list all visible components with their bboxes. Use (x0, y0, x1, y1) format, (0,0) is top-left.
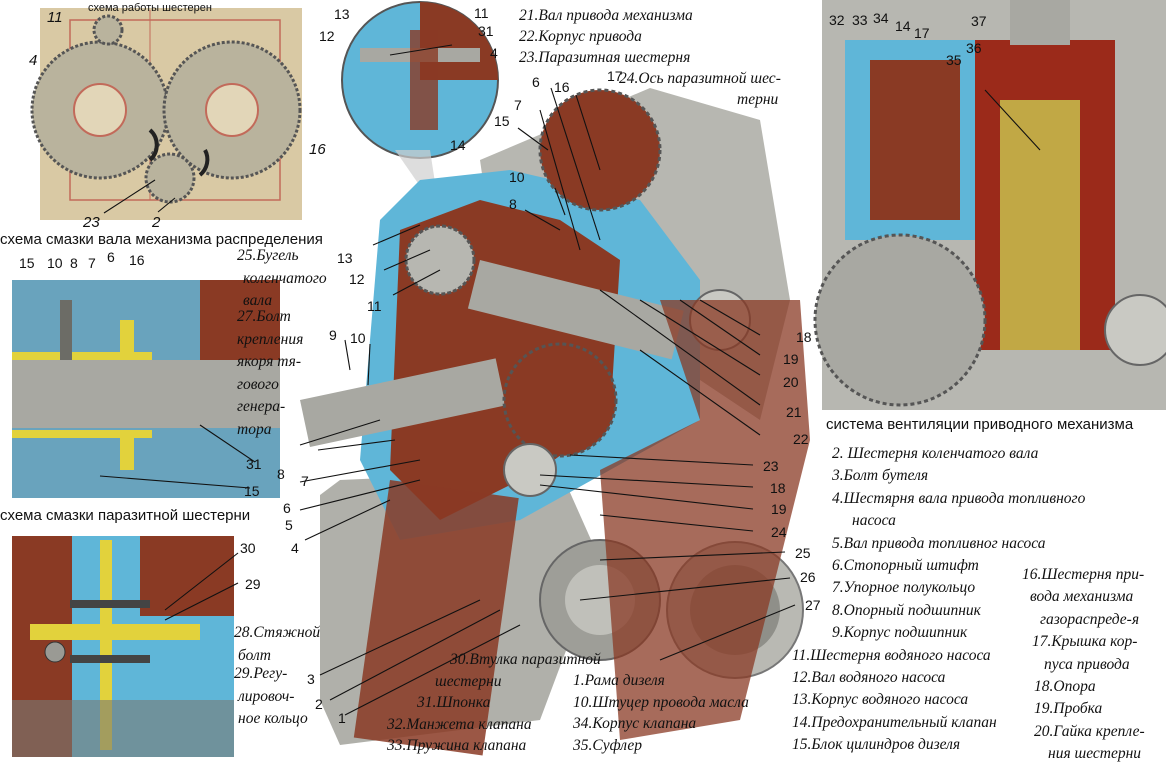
main-label-10b: 10 (350, 330, 366, 346)
gear-label-23: 23 (83, 214, 100, 231)
ventilation-panel (813, 0, 1166, 410)
main-label-7: 7 (514, 97, 522, 113)
main-label-7b: 7 (301, 473, 309, 489)
note-29: 29.Регу- лировоч- ное кольцо (234, 665, 308, 727)
gear-label-4: 4 (29, 52, 38, 69)
legend-bottom-left: 30.Втулка паразитной шестерни 31.Шпонка … (387, 651, 601, 754)
main-label-4: 4 (291, 540, 299, 556)
inset-label-4: 4 (490, 45, 498, 61)
legend-bottom-mid: 1.Рама дизеля 10.Штуцер провода масла 34… (573, 672, 749, 754)
vent-label-17: 17 (914, 25, 930, 41)
shaft-lube-panel (12, 280, 280, 498)
main-label-19: 19 (783, 351, 799, 367)
shaft-label-6: 6 (107, 249, 115, 265)
vent-label-14: 14 (895, 18, 911, 34)
main-label-9: 9 (329, 327, 337, 343)
main-label-11: 11 (367, 298, 382, 314)
main-label-23: 23 (763, 458, 779, 474)
main-label-25: 25 (795, 545, 811, 561)
legend-top: 21.Вал привода механизма 22.Корпус приво… (519, 7, 781, 108)
gear-scheme-panel (30, 8, 302, 220)
legend-right: 2. Шестерня коленчатого вала 3.Болт буте… (792, 445, 1086, 754)
inset-label-31: 31 (478, 23, 494, 39)
gear-scheme-title: схема работы шестерен (88, 2, 212, 14)
vent-label-36: 36 (966, 40, 982, 56)
note-28: 28.Стяжной болт (234, 624, 321, 664)
shaft-label-16: 16 (129, 252, 145, 268)
main-label-18b: 18 (770, 480, 786, 496)
vent-label-32: 32 (829, 12, 845, 28)
idler-label-30: 30 (240, 540, 256, 556)
inset-label-13: 13 (334, 6, 350, 22)
main-label-8: 8 (509, 196, 517, 212)
shaft-label-10: 10 (47, 255, 63, 271)
main-label-17: 17 (607, 68, 623, 84)
main-label-5: 5 (285, 517, 293, 533)
leader-lines (99, 44, 1041, 716)
inset-label-11: 11 (474, 5, 489, 21)
vent-label-34: 34 (873, 10, 889, 26)
idler-gear-icon (502, 342, 618, 458)
main-label-12: 12 (349, 271, 365, 287)
main-label-2: 2 (315, 696, 323, 712)
legend-far-right: 16.Шестерня при- вода механизма газорасп… (1022, 566, 1145, 763)
gear-23-icon (144, 152, 196, 204)
shaft-label-15b: 15 (244, 483, 260, 499)
shaft-label-15: 15 (19, 255, 35, 271)
note-27: 27.Болт крепления якоря тя- гового генер… (237, 308, 304, 438)
main-label-26: 26 (800, 569, 816, 585)
shaft-label-8: 8 (70, 255, 78, 271)
gear-label-11: 11 (47, 9, 63, 26)
vent-label-35: 35 (946, 52, 962, 68)
note-25: 25.Бугель коленчатого вала (237, 247, 327, 309)
main-label-1: 1 (338, 710, 346, 726)
inset-label-12: 12 (319, 28, 335, 44)
ventilation-title: система вентиляции приводного механизма (826, 416, 1134, 433)
gear-11-icon (92, 14, 124, 46)
main-label-6b: 6 (283, 500, 291, 516)
main-label-19b: 19 (771, 501, 787, 517)
main-label-21: 21 (786, 404, 802, 420)
idler-lube-panel (12, 536, 234, 757)
gear-label-16: 16 (309, 141, 326, 158)
main-label-10: 10 (509, 169, 525, 185)
main-label-8b: 8 (277, 466, 285, 482)
main-label-18: 18 (796, 329, 812, 345)
main-label-27: 27 (805, 597, 821, 613)
idler-label-29: 29 (245, 576, 261, 592)
main-label-3: 3 (307, 671, 315, 687)
idler-lube-title: схема смазки паразитной шестерни (0, 507, 251, 524)
main-label-16: 16 (554, 79, 570, 95)
shaft-lube-title: схема смазки вала механизма распределени… (0, 231, 323, 248)
main-label-14: 14 (450, 137, 466, 153)
water-pump-gear-icon (404, 224, 476, 296)
main-label-15: 15 (494, 113, 510, 129)
main-label-22: 22 (793, 431, 809, 447)
camshaft-gear-icon (538, 88, 662, 212)
gear-label-2: 2 (152, 214, 161, 231)
vent-label-37: 37 (971, 13, 987, 29)
shaft-label-31: 31 (246, 456, 262, 472)
main-label-24: 24 (771, 524, 787, 540)
main-label-20: 20 (783, 374, 799, 390)
vent-label-33: 33 (852, 12, 868, 28)
shaft-label-7: 7 (88, 255, 96, 271)
main-label-6: 6 (532, 74, 540, 90)
main-label-13: 13 (337, 250, 353, 266)
breather-filter-icon (1000, 100, 1080, 350)
